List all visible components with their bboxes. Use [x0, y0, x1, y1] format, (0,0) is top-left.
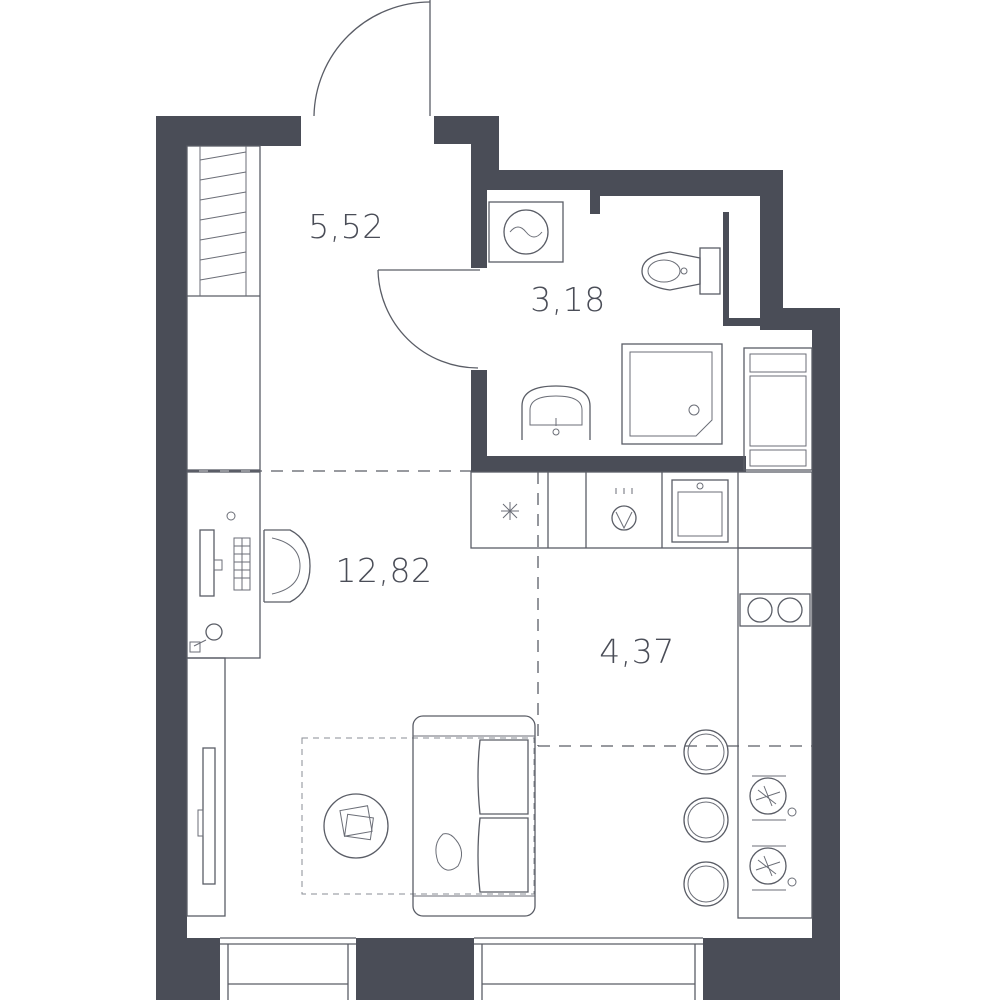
- wall-bath-ledge: [590, 190, 766, 196]
- dishwasher-icon: [611, 488, 637, 531]
- shower: [621, 343, 723, 445]
- wall-bottom-right: [703, 938, 840, 1000]
- windows: [220, 937, 703, 1000]
- zone-dividers: [187, 470, 812, 747]
- coffee-table: [323, 793, 389, 859]
- cooktop: [739, 593, 811, 627]
- bathroom-door: [377, 269, 480, 369]
- area-label-hallway: 5,52: [308, 207, 383, 246]
- window-left: [220, 937, 356, 1000]
- kitchen-sink: [671, 479, 729, 543]
- wall-bottom-left: [156, 938, 220, 1000]
- bathroom-sink: [521, 385, 591, 440]
- walls: [156, 116, 840, 1000]
- table-settings: [749, 775, 797, 891]
- entrance-door: [313, 0, 431, 117]
- wall-right: [812, 308, 840, 1000]
- desk: [186, 471, 261, 659]
- wall-bath-top: [471, 170, 783, 190]
- wall-bath-ledge-edge: [590, 190, 600, 214]
- bar-stools: [683, 729, 729, 907]
- kitchen-counter: [470, 471, 813, 919]
- area-label-living: 12,82: [336, 551, 433, 590]
- wall-shaft-bottom: [723, 318, 783, 326]
- wall-bottom-middle: [356, 938, 474, 1000]
- area-label-bathroom: 3,18: [530, 280, 605, 319]
- desk-chair: [263, 529, 311, 603]
- sofa: [412, 715, 536, 917]
- wall-bath-bottom: [471, 456, 746, 472]
- appliance-niche: [743, 347, 813, 471]
- wall-bath-left-lower: [471, 370, 487, 472]
- toilet: [641, 247, 721, 295]
- wardrobe: [186, 145, 261, 471]
- window-right: [474, 937, 703, 1000]
- tv-unit: [186, 657, 226, 917]
- wall-shaft-divider: [723, 212, 729, 322]
- wall-bath-left: [471, 170, 487, 268]
- rug: [301, 737, 535, 895]
- wall-right-upper: [760, 170, 783, 330]
- area-label-kitchen: 4,37: [599, 632, 674, 671]
- washing-machine: [488, 201, 564, 263]
- fridge-icon: [501, 502, 519, 520]
- wall-left: [156, 116, 187, 1000]
